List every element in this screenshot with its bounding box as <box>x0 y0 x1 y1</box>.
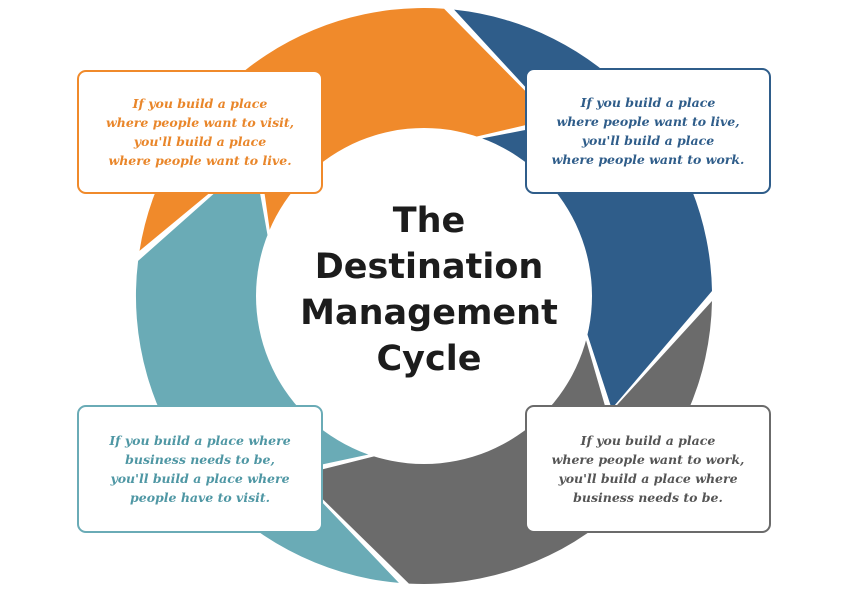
card-line: business needs to be, <box>125 452 275 467</box>
card-line: where people want to live. <box>108 153 292 168</box>
card-business-to-visit: If you build a place where business need… <box>77 405 323 533</box>
card-live-to-work: If you build a place where people want t… <box>525 68 771 194</box>
card-line: If you build a place where <box>109 433 291 448</box>
card-line: business needs to be. <box>573 490 723 505</box>
card-work-to-business: If you build a place where people want t… <box>525 405 771 533</box>
card-line: where people want to work, <box>551 452 745 467</box>
title-line-4: Cycle <box>376 339 482 379</box>
card-line: If you build a place <box>132 96 268 111</box>
diagram-title: The Destination Management Cycle <box>279 198 579 382</box>
card-line: you'll build a place where <box>558 471 738 486</box>
card-line: where people want to visit, <box>106 115 294 130</box>
title-line-3: Management <box>300 293 558 333</box>
card-line: you'll build a place <box>581 133 715 148</box>
card-visit-to-live: If you build a place where people want t… <box>77 70 323 194</box>
card-line: people have to visit. <box>130 490 270 505</box>
cycle-segment-blue <box>439 9 712 409</box>
center-disc <box>256 128 592 464</box>
card-line: you'll build a place <box>133 134 267 149</box>
card-line: where people want to live, <box>556 114 740 129</box>
title-line-1: The <box>392 201 466 241</box>
card-line: where people want to work. <box>551 152 745 167</box>
card-line: you'll build a place where <box>110 471 290 486</box>
card-line: If you build a place <box>580 95 716 110</box>
title-line-2: Destination <box>314 247 544 287</box>
card-line: If you build a place <box>580 433 716 448</box>
